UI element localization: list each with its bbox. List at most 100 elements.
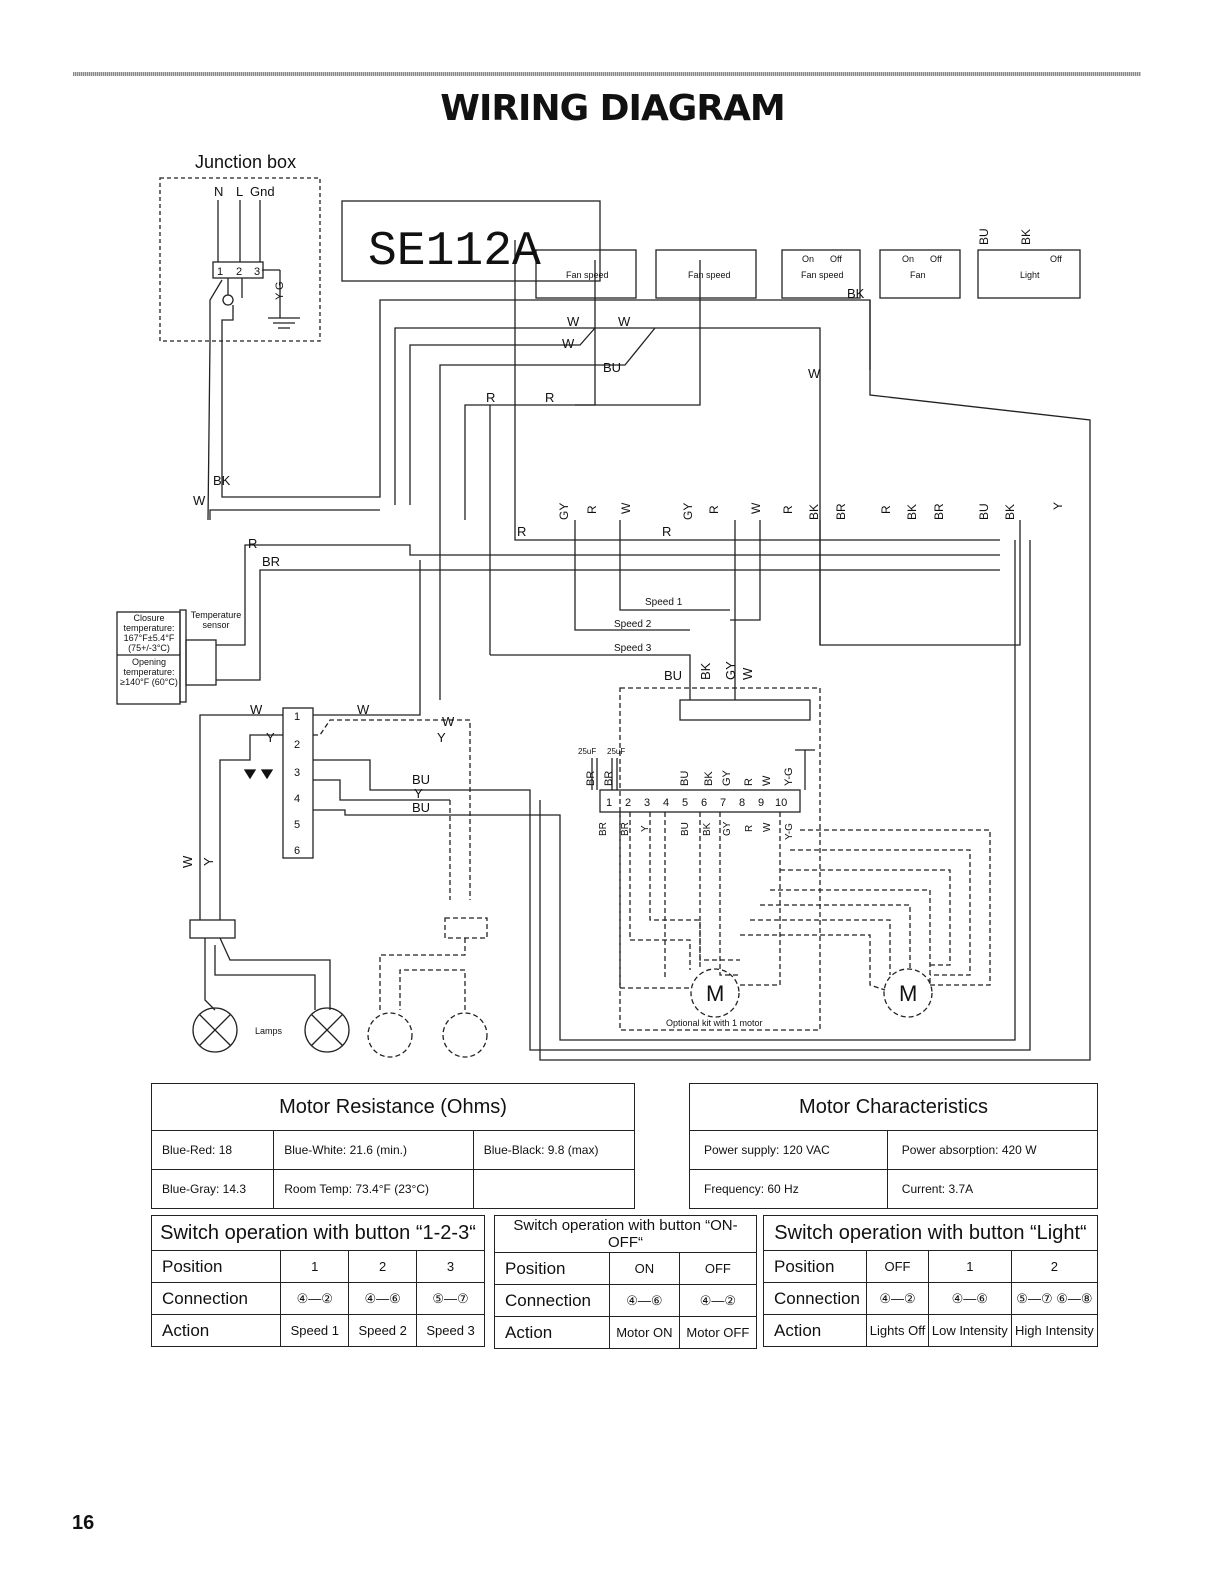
wiring-diagram: Junction box N L Gnd 1 2 3 Y-G SE112A BK… bbox=[116, 152, 1091, 1061]
lamp-1 bbox=[192, 1007, 238, 1053]
diagram-label: BR bbox=[932, 503, 946, 520]
wire-label-w1: W bbox=[567, 314, 580, 329]
capacitor-1-label: 25uF bbox=[578, 747, 596, 756]
diagram-label: BR bbox=[598, 822, 609, 836]
diagram-label: R bbox=[585, 505, 599, 514]
wire-label-bk-left: BK bbox=[213, 473, 231, 488]
diagram-label: BR bbox=[585, 771, 597, 786]
table-cell: ④—② bbox=[678, 1284, 758, 1317]
terminal-l: L bbox=[236, 184, 243, 199]
table-row: Power supply: 120 VAC Power absorption: … bbox=[689, 1130, 1099, 1170]
switch-onoff-title: Switch operation with button “ON-OFF“ bbox=[494, 1215, 757, 1253]
table-cell: Current: 3.7A bbox=[886, 1169, 1099, 1209]
diagram-label: BK bbox=[1019, 229, 1033, 245]
switch-123-table: Switch operation with button “1-2-3“ Pos… bbox=[150, 1215, 485, 1347]
switch-2 bbox=[655, 249, 757, 299]
diagram-label: BU bbox=[977, 228, 991, 245]
model-box bbox=[341, 200, 601, 282]
diagram-label: 3 bbox=[644, 797, 650, 809]
wire-label-r-sw1: R bbox=[517, 524, 526, 539]
table-cell: ⑤—⑦ bbox=[416, 1282, 485, 1315]
opening-temp-label: Opening temperature: ≥140°F (60°C) bbox=[120, 657, 178, 687]
lamp-wire-y: Y bbox=[266, 730, 275, 745]
switch-3-off: Off bbox=[830, 254, 842, 264]
table-cell: ④—⑥ bbox=[927, 1282, 1012, 1315]
lamp-2 bbox=[304, 1007, 350, 1053]
page-number: 16 bbox=[72, 1512, 95, 1534]
table-cell: ④—⑥ bbox=[609, 1284, 680, 1317]
lamp-wire-w2: W bbox=[357, 702, 370, 717]
motor-2-symbol: M bbox=[899, 981, 917, 1006]
motor-wire-gy: GY bbox=[723, 661, 738, 680]
diagram-label: R bbox=[744, 825, 755, 832]
diagram-label: 6 bbox=[701, 797, 707, 809]
motor-wire-bk: BK bbox=[698, 662, 713, 680]
speed1-label: Speed 1 bbox=[645, 597, 683, 608]
table-cell: Speed 1 bbox=[280, 1314, 350, 1347]
diagram-label: BK bbox=[1003, 504, 1017, 520]
table-cell: Speed 3 bbox=[416, 1314, 485, 1347]
switch-123-title: Switch operation with button “1-2-3“ bbox=[151, 1215, 485, 1251]
diagram-label: R bbox=[743, 778, 755, 786]
lamp-wire-y3: Y bbox=[414, 786, 423, 801]
motor-characteristics-table: Motor Characteristics Power supply: 120 … bbox=[689, 1083, 1099, 1209]
diagram-label: R bbox=[879, 505, 893, 514]
diagram-label: GY bbox=[721, 769, 733, 786]
diagram-label: W bbox=[749, 502, 763, 514]
switch-4 bbox=[879, 249, 961, 299]
diagram-label: W bbox=[762, 822, 773, 832]
table-cell: Connection bbox=[150, 1282, 282, 1315]
table-cell: 3 bbox=[416, 1250, 485, 1283]
table-cell: Blue-White: 21.6 (min.) bbox=[273, 1130, 474, 1170]
diagram-label: 5 bbox=[294, 819, 300, 831]
table-cell: 2 bbox=[348, 1250, 418, 1283]
diagram-label: 6 bbox=[294, 845, 300, 857]
diagram-label: BK bbox=[703, 771, 715, 786]
diagram-label: 4 bbox=[294, 793, 300, 805]
wire-label-w-right: W bbox=[808, 366, 821, 381]
table-cell: OFF bbox=[866, 1250, 929, 1283]
table-cell: Action bbox=[762, 1314, 868, 1347]
motor-resistance-table: Motor Resistance (Ohms) Blue-Red: 18 Blu… bbox=[150, 1083, 636, 1209]
diagram-label: BR bbox=[834, 503, 848, 520]
motor-1-symbol: M bbox=[706, 981, 724, 1006]
table-cell: Blue-Red: 18 bbox=[150, 1130, 275, 1170]
table-cell: ④—⑥ bbox=[348, 1282, 418, 1315]
diagram-label: Y-G bbox=[784, 823, 795, 840]
diagram-label: GY bbox=[557, 503, 571, 520]
diagram-label: BR bbox=[603, 771, 615, 786]
wire-label-w-left: W bbox=[193, 493, 206, 508]
switch-3-label: Fan speed bbox=[801, 270, 844, 280]
lamp-wire-bu2: BU bbox=[412, 800, 430, 815]
characteristics-title: Motor Characteristics bbox=[689, 1083, 1098, 1131]
table-cell: Position bbox=[493, 1252, 611, 1285]
diagram-label: R bbox=[707, 505, 721, 514]
table-cell: ④—② bbox=[280, 1282, 350, 1315]
switch-2-label: Fan speed bbox=[688, 270, 731, 280]
table-cell: Power supply: 120 VAC bbox=[689, 1130, 888, 1170]
lamp-wire-w-vert: W bbox=[180, 855, 195, 868]
diagram-label: Y bbox=[640, 825, 651, 832]
capacitor-2-label: 25uF bbox=[607, 747, 625, 756]
terminal-1: 1 bbox=[217, 266, 223, 278]
wire-label-bk: BK bbox=[847, 286, 865, 301]
table-cell: Position bbox=[762, 1250, 868, 1283]
table-cell: OFF bbox=[678, 1252, 758, 1285]
diagram-label: W bbox=[761, 775, 773, 786]
diagram-label: 2 bbox=[294, 739, 300, 751]
switch-4-off: Off bbox=[930, 254, 942, 264]
diagram-label: W bbox=[619, 502, 633, 514]
wire-label-r-sw2: R bbox=[662, 524, 671, 539]
table-cell: 1 bbox=[927, 1250, 1012, 1283]
table-cell: Motor ON bbox=[609, 1316, 680, 1349]
motor-1 bbox=[690, 968, 740, 1018]
lamps-label: Lamps bbox=[255, 1026, 283, 1036]
diagram-label: 4 bbox=[663, 797, 669, 809]
table-cell: Blue-Gray: 14.3 bbox=[150, 1169, 275, 1209]
switch-1-label: Fan speed bbox=[566, 270, 609, 280]
lamp-socket bbox=[189, 919, 236, 939]
